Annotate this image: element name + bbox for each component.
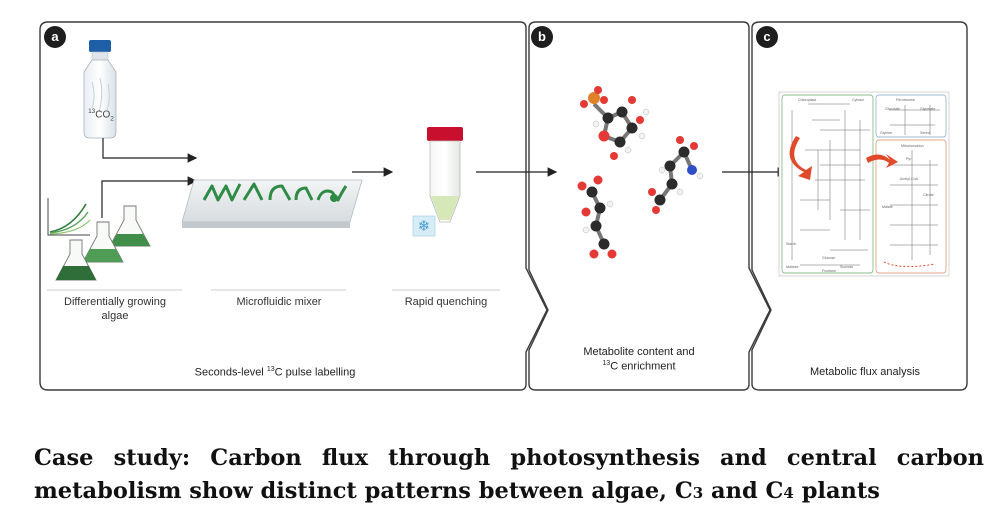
svg-text:Acetyl-CoA: Acetyl-CoA: [900, 177, 919, 181]
microfluidic-mixer-icon: [181, 179, 363, 228]
metabolic-map: Chloroplast Cytosol Peroxisome Mitochond…: [778, 91, 950, 277]
arrow-algae-to-mixer: [101, 176, 198, 218]
svg-text:Maltose: Maltose: [786, 265, 799, 269]
svg-text:Serine: Serine: [920, 131, 930, 135]
svg-text:Chloroplast: Chloroplast: [798, 98, 816, 102]
caption-line-1: Case study: Carbon flux through photosyn…: [34, 445, 984, 471]
figure-caption: Case study: Carbon flux through photosyn…: [34, 442, 984, 510]
quench-label: Rapid quenching: [404, 296, 488, 308]
panel-a-footer-sup: 13: [266, 366, 275, 373]
bottle-label-molecule: CO: [95, 109, 111, 121]
bottle-label-isotope: 13: [88, 108, 96, 115]
caption-line-2a: metabolism show distinct patterns betwee…: [34, 478, 693, 504]
flux-arrow-icon: [866, 154, 898, 168]
flux-arrow-icon: [789, 136, 812, 180]
bottle-label-sub: 2: [110, 115, 114, 123]
workflow-diagram: ❄: [39, 21, 968, 391]
metabolite-molecule-icon: [577, 175, 617, 259]
panel-c-footer: Metabolic flux analysis: [809, 366, 921, 378]
svg-text:Pyr: Pyr: [906, 157, 912, 161]
svg-text:Glycerate: Glycerate: [920, 107, 935, 111]
svg-text:❄: ❄: [418, 217, 431, 235]
growth-curve-icon: [47, 198, 91, 236]
svg-text:Citrate: Citrate: [923, 193, 934, 197]
svg-text:Fructose: Fructose: [822, 269, 836, 273]
panel-c-label: c: [756, 26, 778, 48]
caption-sub-c4: 4: [783, 484, 794, 502]
mixer-label: Microfluidic mixer: [236, 296, 322, 308]
svg-text:Sucrose: Sucrose: [840, 265, 853, 269]
caption-line-2: metabolism show distinct patterns betwee…: [34, 475, 984, 510]
panel-a-footer-prefix: Seconds-level: [194, 366, 267, 379]
panel-b-frame: [528, 21, 771, 391]
svg-text:Glycolate: Glycolate: [885, 107, 900, 111]
panel-b-footer-line1: Metabolite content and: [583, 346, 695, 358]
panel-a-footer: Seconds-level 13C pulse labelling: [150, 366, 400, 380]
svg-text:Glycine: Glycine: [880, 131, 892, 135]
co2-bottle-icon: [83, 40, 117, 139]
caption-sub-c3: 3: [692, 484, 704, 502]
panel-b-footer: Metabolite content and 13C enrichment: [566, 346, 712, 374]
svg-text:Starch: Starch: [786, 242, 796, 246]
algae-flask-icon: [109, 205, 151, 247]
quench-tube-icon: [427, 127, 463, 223]
algae-label: Differentially growing algae: [64, 296, 166, 322]
caption-line-2c: plants: [793, 478, 880, 504]
arrow-co2-to-mixer: [102, 138, 198, 163]
svg-text:Mitochondrion: Mitochondrion: [901, 144, 924, 148]
panel-b-label: b: [531, 26, 553, 48]
svg-text:Cytosol: Cytosol: [852, 98, 864, 102]
caption-line-2b: and C: [703, 478, 784, 504]
panel-b-footer-sup: 13: [602, 359, 611, 367]
panel-b-footer-line2: C enrichment: [610, 360, 676, 373]
panel-a-footer-suffix: C pulse labelling: [274, 366, 356, 379]
svg-text:Malate: Malate: [882, 205, 893, 209]
algae-flask-icon: [82, 221, 124, 263]
bottle-label: 13CO2: [84, 108, 118, 123]
snowflake-icon: ❄: [412, 215, 436, 237]
metabolite-molecule-icon: [648, 136, 704, 214]
svg-text:Glucose: Glucose: [822, 256, 835, 260]
svg-text:Peroxisome: Peroxisome: [896, 98, 915, 102]
algae-flask-icon: [55, 239, 97, 281]
metabolite-molecule-icon: [580, 86, 650, 160]
panel-a-label: a: [44, 26, 66, 48]
